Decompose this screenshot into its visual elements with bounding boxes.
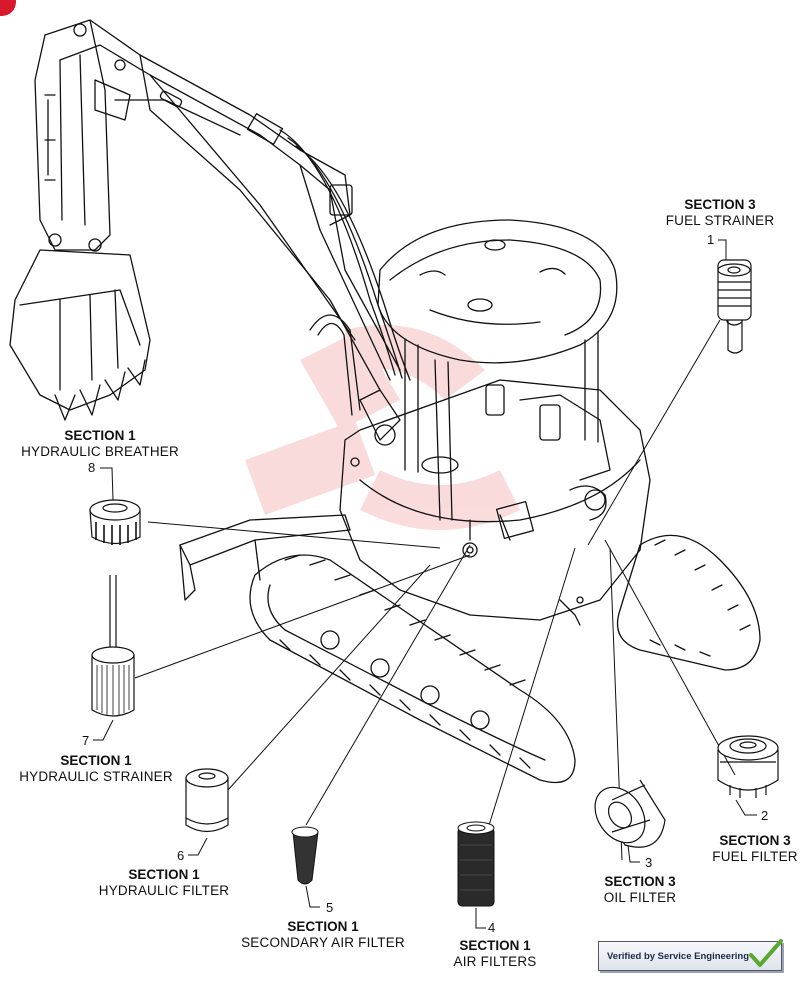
label-hydraulic-breather: SECTION 1 HYDRAULIC BREATHER: [14, 428, 186, 460]
watermark-logo: [245, 325, 520, 530]
hydraulic-filter-part: [185, 768, 229, 833]
section-label: SECTION 1: [64, 428, 136, 443]
hydraulic-breather-part: [89, 499, 141, 545]
label-air-filters: SECTION 1 AIR FILTERS: [440, 938, 550, 970]
hydraulic-hoses: [279, 129, 411, 416]
part-name: HYDRAULIC FILTER: [98, 883, 230, 898]
section-label: SECTION 3: [719, 833, 791, 848]
upper-structure: [339, 379, 651, 626]
canopy-roof: [377, 219, 618, 364]
left-track: [249, 554, 576, 784]
label-oil-filter: SECTION 3 OIL FILTER: [588, 874, 692, 906]
fuel-strainer-part: [717, 259, 752, 354]
part-name: HYDRAULIC BREATHER: [21, 444, 179, 459]
checkmark-icon: [749, 939, 783, 967]
canopy-posts: [404, 331, 599, 521]
part-number: 7: [82, 733, 90, 748]
excavator-bucket: [9, 249, 151, 421]
label-fuel-strainer: SECTION 3 FUEL STRAINER: [652, 197, 788, 229]
part-number: 1: [707, 232, 715, 247]
part-number: 8: [88, 460, 96, 475]
label-secondary-air-filter: SECTION 1 SECONDARY AIR FILTER: [233, 919, 413, 951]
part-name: FUEL FILTER: [712, 849, 798, 864]
part-number: 2: [761, 808, 769, 823]
secondary-air-filter-part: [291, 826, 319, 885]
right-track: [616, 534, 761, 671]
part-number: 5: [326, 900, 334, 915]
hydraulic-strainer-part: [91, 575, 135, 717]
part-number: 4: [488, 920, 496, 935]
section-label: SECTION 3: [604, 874, 676, 889]
part-name: SECONDARY AIR FILTER: [241, 935, 405, 950]
verified-badge: Verified by Service Engineering: [598, 941, 782, 971]
part-name: AIR FILTERS: [453, 954, 537, 969]
part-name: FUEL STRAINER: [665, 213, 775, 228]
label-hydraulic-filter: SECTION 1 HYDRAULIC FILTER: [93, 867, 235, 899]
verified-badge-text: Verified by Service Engineering: [607, 950, 750, 962]
section-label: SECTION 3: [684, 197, 756, 212]
section-label: SECTION 1: [459, 938, 531, 953]
part-number: 6: [177, 848, 185, 863]
section-label: SECTION 1: [287, 919, 359, 934]
label-fuel-filter: SECTION 3 FUEL FILTER: [700, 833, 808, 865]
oil-filter-part: [594, 779, 666, 848]
part-name: HYDRAULIC STRAINER: [19, 769, 173, 784]
dozer-blade: [179, 514, 351, 601]
section-label: SECTION 1: [128, 867, 200, 882]
air-filters-part: [457, 821, 495, 907]
leader-lines: [134, 319, 736, 861]
fuel-filter-part: [717, 735, 779, 798]
part-name: OIL FILTER: [603, 890, 677, 905]
section-label: SECTION 1: [60, 753, 132, 768]
part-number: 3: [645, 855, 653, 870]
excavator-boom: [34, 19, 401, 391]
label-hydraulic-strainer: SECTION 1 HYDRAULIC STRAINER: [14, 753, 178, 785]
